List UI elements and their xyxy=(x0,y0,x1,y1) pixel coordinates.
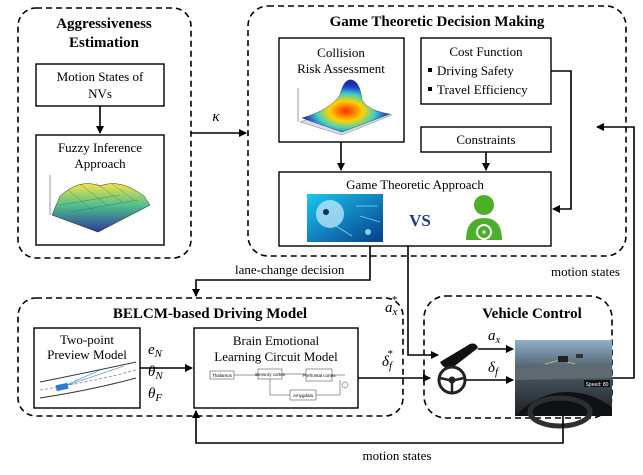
game-approach-label: Game Theoretic Approach xyxy=(346,177,484,192)
motion-states-label-line1: Motion States of xyxy=(57,69,144,84)
belcm-title: BELCM-based Driving Model xyxy=(113,306,307,322)
driving-simulator-view: Speed: 80 xyxy=(515,340,612,429)
delta-label: δf xyxy=(488,360,500,378)
bullet-icon xyxy=(428,68,432,72)
theta-f-label: θF xyxy=(148,386,162,404)
belc-block-amygdala: Amygdala xyxy=(293,393,314,398)
aggressiveness-module: Aggressiveness Estimation Motion States … xyxy=(17,7,192,259)
belc-label-line2: Learning Circuit Model xyxy=(214,349,338,364)
collision-label-line1: Collision xyxy=(317,45,365,60)
vs-label: VS xyxy=(409,211,431,230)
belc-block-prefrontal: Prefrontal cortex xyxy=(302,373,336,378)
game-theoretic-title: Game Theoretic Decision Making xyxy=(330,14,545,30)
motion-states-right-label: motion states xyxy=(551,264,620,279)
ax-star-label: ax* xyxy=(385,294,398,318)
constraints-label: Constraints xyxy=(456,132,515,147)
arrow-lane-change-decision xyxy=(192,246,371,297)
ax-label: ax xyxy=(488,328,501,346)
accelerator-pedal-icon xyxy=(440,343,478,369)
preview-label-line2: Preview Model xyxy=(47,347,127,362)
belc-block-diagram: Thalamus Sensory cortex Prefrontal corte… xyxy=(209,368,349,401)
theta-n-label: θN xyxy=(148,364,163,382)
motion-states-label-line2: NVs xyxy=(88,86,112,101)
motion-states-bottom-label: motion states xyxy=(363,448,432,463)
cost-item-travel-efficiency: Travel Efficiency xyxy=(437,82,528,97)
delta-star-label: δf* xyxy=(382,348,394,372)
human-driver-icon xyxy=(466,195,502,240)
preview-model-box xyxy=(33,327,141,409)
speed-readout: Speed: 80 xyxy=(586,382,609,388)
kappa-label: κ xyxy=(212,109,220,125)
lane-change-label: lane-change decision xyxy=(235,262,345,277)
arrow-ax-star xyxy=(407,246,439,359)
belc-model-box xyxy=(193,327,359,409)
vehicle-control-frame xyxy=(423,295,613,419)
cost-function-box xyxy=(420,37,552,105)
collision-label-line2: Risk Assessment xyxy=(297,61,385,76)
game-theoretic-frame xyxy=(247,5,627,257)
arrow-motion-states-bottom xyxy=(192,410,564,444)
belcm-module: BELCM-based Driving Model Two-point Prev… xyxy=(17,297,404,417)
aggressiveness-title-line1: Aggressiveness xyxy=(56,16,152,32)
belcm-frame xyxy=(17,297,404,417)
bullet-icon xyxy=(428,87,432,91)
preview-road-illustration xyxy=(39,361,137,399)
arrow-motion-states-right xyxy=(596,123,635,379)
belc-block-sensory: Sensory cortex xyxy=(255,372,286,377)
cost-item-driving-safety: Driving Safety xyxy=(437,63,514,78)
belc-label-line1: Brain Emotional xyxy=(233,333,320,348)
motion-states-box xyxy=(35,63,165,107)
preview-label-line1: Two-point xyxy=(60,332,114,347)
cost-function-title: Cost Function xyxy=(449,44,523,59)
aggressiveness-title-line2: Estimation xyxy=(69,35,140,51)
fuzzy-label-line1: Fuzzy Inference xyxy=(58,140,142,155)
ai-robot-image xyxy=(307,194,383,242)
belc-block-thalamus: Thalamus xyxy=(212,373,233,378)
e-n-label: eN xyxy=(148,342,163,360)
vehicle-control-title: Vehicle Control xyxy=(482,306,582,322)
constraints-box xyxy=(420,126,552,153)
steering-wheel-icon xyxy=(437,365,467,395)
fuzzy-surface-plot xyxy=(49,175,151,233)
fuzzy-label-line2: Approach xyxy=(74,156,126,171)
game-theoretic-module: Game Theoretic Decision Making Collision… xyxy=(247,5,627,257)
collision-risk-surface xyxy=(297,79,393,136)
vehicle-control-module: Vehicle Control ax δf Speed: 80 xyxy=(423,295,613,429)
arrow-cost-to-approach xyxy=(551,70,572,213)
